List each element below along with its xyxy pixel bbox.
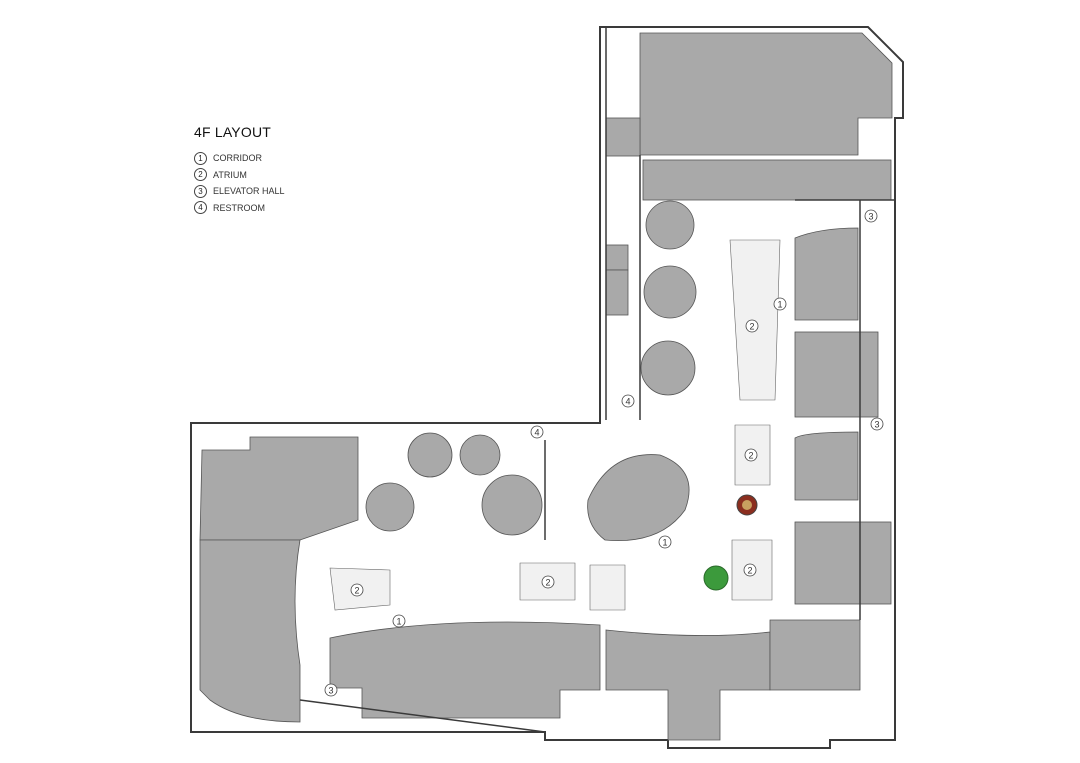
corridor-markers: 1 1 1 xyxy=(392,297,787,628)
legend-label: ATRIUM xyxy=(213,169,247,180)
atrium-void-north xyxy=(729,239,781,401)
shop-block-north-left xyxy=(605,117,641,157)
atrium-markers: 2 2 2 2 2 xyxy=(350,319,759,597)
marker-restroom: 4 xyxy=(621,394,635,408)
legend-label: RESTROOM xyxy=(213,202,266,213)
shop-block-west-2 xyxy=(199,539,301,723)
svg-text:3: 3 xyxy=(328,686,333,696)
marker-atrium: 2 xyxy=(745,319,759,333)
shop-units xyxy=(199,32,893,741)
legend-item-restroom: 4 RESTROOM xyxy=(194,200,285,217)
marker-corridor: 1 xyxy=(658,535,672,549)
pod-west-2 xyxy=(407,432,453,478)
marker-elevator-hall: 3 xyxy=(864,209,878,223)
marker-elevator-hall: 3 xyxy=(324,683,338,697)
elevator-hall-markers: 3 3 3 xyxy=(324,209,884,697)
svg-text:2: 2 xyxy=(747,566,752,576)
pod-west-4 xyxy=(481,474,543,536)
feature-planter-green xyxy=(703,565,729,591)
marker-corridor: 1 xyxy=(392,614,406,628)
atrium-void-escalator xyxy=(589,564,626,611)
svg-text:2: 2 xyxy=(748,451,753,461)
svg-text:2: 2 xyxy=(545,578,550,588)
svg-text:1: 1 xyxy=(662,538,667,548)
marker-atrium: 2 xyxy=(743,563,757,577)
legend-number: 4 xyxy=(194,201,207,215)
shop-block-west-1 xyxy=(199,436,359,541)
svg-text:2: 2 xyxy=(354,586,359,596)
marker-atrium: 2 xyxy=(541,575,555,589)
building-outline xyxy=(190,26,904,749)
shop-block-south-east-corner xyxy=(769,619,861,691)
marker-restroom: 4 xyxy=(530,425,544,439)
legend-number: 2 xyxy=(194,168,207,182)
shop-block-east-4 xyxy=(794,521,892,605)
shop-block-south xyxy=(329,621,601,719)
pod-west-3 xyxy=(459,434,501,476)
legend-item-atrium: 2 ATRIUM xyxy=(194,167,285,184)
marker-atrium: 2 xyxy=(350,583,364,597)
marker-corridor: 1 xyxy=(773,297,787,311)
svg-text:4: 4 xyxy=(534,428,539,438)
shop-block-north xyxy=(639,32,893,156)
marker-atrium: 2 xyxy=(744,448,758,462)
shop-block-north-row2 xyxy=(642,159,892,201)
legend-label: ELEVATOR HALL xyxy=(213,186,285,197)
shop-block-east-3 xyxy=(794,431,859,501)
pod-north-2 xyxy=(643,265,697,319)
pod-west-1 xyxy=(365,482,415,532)
marker-elevator-hall: 3 xyxy=(870,417,884,431)
feature-planter-red-inner xyxy=(742,500,752,510)
svg-text:3: 3 xyxy=(874,420,879,430)
shop-block-east-1 xyxy=(794,227,859,321)
shop-block-west-column xyxy=(605,244,629,271)
wall-lines xyxy=(191,27,895,733)
shop-block-west-column-2 xyxy=(605,269,629,316)
restroom-markers: 4 4 xyxy=(530,394,635,439)
svg-text:4: 4 xyxy=(625,397,630,407)
pod-north-3 xyxy=(640,340,696,396)
svg-text:1: 1 xyxy=(396,617,401,627)
svg-text:2: 2 xyxy=(749,322,754,332)
legend-title: 4F LAYOUT xyxy=(194,124,272,140)
pod-north-1 xyxy=(645,200,695,250)
legend-label: CORRIDOR xyxy=(213,153,262,164)
shop-block-south-east xyxy=(605,629,771,741)
pod-central xyxy=(587,454,690,541)
floor-plan-legend: 4F LAYOUT 1 CORRIDOR 2 ATRIUM 3 ELEVATOR… xyxy=(194,124,285,216)
legend-item-elevator-hall: 3 ELEVATOR HALL xyxy=(194,183,285,200)
svg-text:3: 3 xyxy=(868,212,873,222)
shop-block-east-2 xyxy=(794,331,879,418)
svg-text:1: 1 xyxy=(777,300,782,310)
legend-number: 3 xyxy=(194,184,207,198)
legend-number: 1 xyxy=(194,151,207,165)
legend-item-corridor: 1 CORRIDOR xyxy=(194,150,285,167)
